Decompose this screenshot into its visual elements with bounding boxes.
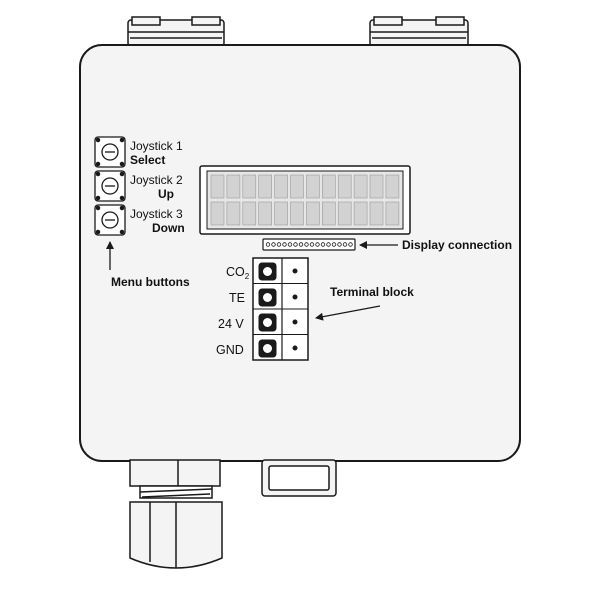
connector-pin <box>337 242 342 247</box>
enclosure <box>79 44 521 462</box>
joystick-3-function: Down <box>152 221 185 235</box>
joystick-button-3[interactable] <box>94 204 126 236</box>
lcd-cell <box>290 201 304 226</box>
terminal-screw-24v[interactable] <box>258 313 298 332</box>
connector-pin <box>326 242 331 247</box>
lcd-cell <box>290 174 304 199</box>
top-clip-right <box>369 16 469 47</box>
connector-pin <box>315 242 320 247</box>
connector-pin <box>309 242 315 247</box>
lcd-cell <box>369 201 384 226</box>
lcd-cell <box>258 174 273 199</box>
terminal-screw-co2[interactable] <box>258 262 298 281</box>
connector-pin <box>348 242 353 247</box>
lcd-cell <box>306 201 320 226</box>
connector-pin <box>293 242 298 247</box>
connector-pin <box>304 242 309 247</box>
connector-pin <box>271 242 276 247</box>
lcd-cell <box>274 201 288 226</box>
terminal-label-24v: 24 V <box>218 317 244 331</box>
joystick-button-1[interactable] <box>94 136 126 168</box>
terminal-label-gnd: GND <box>216 343 244 357</box>
joystick-2-label: Joystick 2 <box>130 173 183 187</box>
joystick-2-function: Up <box>158 187 174 201</box>
cable-gland <box>129 459 223 569</box>
lcd-cell <box>242 201 257 226</box>
display-connector <box>262 238 356 251</box>
connector-pin <box>298 242 304 247</box>
lcd-cell <box>353 174 368 199</box>
joystick-1-function: Select <box>130 153 165 167</box>
connector-pin <box>320 242 326 247</box>
display-connection-label: Display connection <box>402 238 512 252</box>
connector-pin <box>282 242 287 247</box>
lcd-cell <box>242 174 257 199</box>
bottom-port <box>261 459 337 497</box>
menu-buttons-label: Menu buttons <box>111 275 190 289</box>
terminal-label-co2: CO2 <box>226 265 250 281</box>
joystick-3-label: Joystick 3 <box>130 207 183 221</box>
lcd-display <box>199 165 411 235</box>
terminal-block-arrow <box>315 305 381 321</box>
lcd-cell <box>274 174 288 199</box>
connector-pin <box>342 242 348 247</box>
lcd-cell <box>369 174 384 199</box>
joystick-button-2[interactable] <box>94 170 126 202</box>
lcd-cell <box>385 174 400 199</box>
terminal-screw-te[interactable] <box>258 288 298 307</box>
lcd-cell <box>337 201 352 226</box>
connector-pin <box>265 242 271 247</box>
connector-pin <box>287 242 293 247</box>
lcd-cell <box>337 174 352 199</box>
terminal-screw-gnd[interactable] <box>258 339 298 358</box>
top-clip-left <box>127 16 225 47</box>
lcd-cell <box>226 174 241 199</box>
lcd-cell <box>321 174 336 199</box>
lcd-cell <box>210 201 225 226</box>
lcd-cell <box>226 201 241 226</box>
terminal-label-te: TE <box>229 291 245 305</box>
joystick-1-label: Joystick 1 <box>130 139 183 153</box>
lcd-cell <box>210 174 225 199</box>
lcd-cell <box>258 201 273 226</box>
connector-pin <box>276 242 282 247</box>
lcd-cell <box>385 201 400 226</box>
lcd-cell <box>306 174 320 199</box>
lcd-cell <box>353 201 368 226</box>
terminal-block-label: Terminal block <box>330 285 414 299</box>
lcd-cell <box>321 201 336 226</box>
connector-pin <box>331 242 337 247</box>
